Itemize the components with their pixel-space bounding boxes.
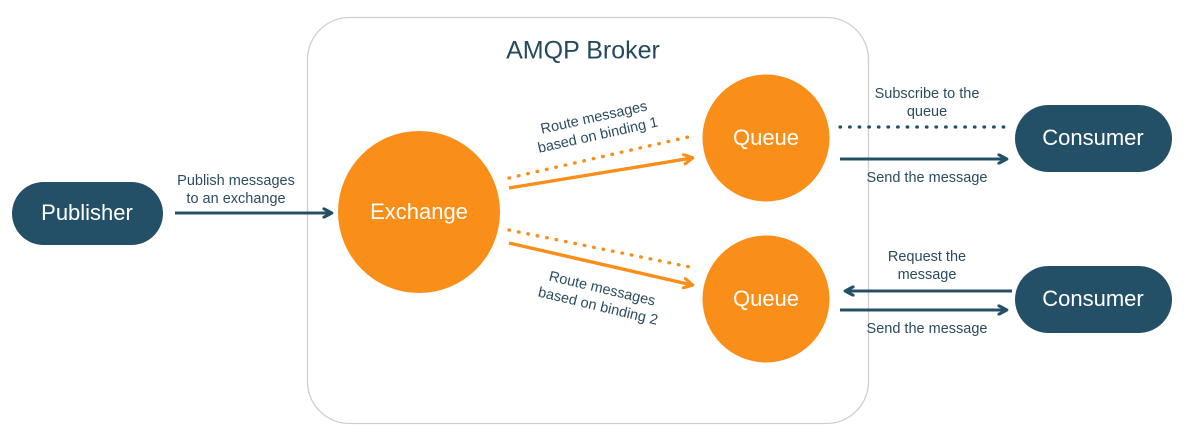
- broker-title: AMQP Broker: [506, 36, 660, 65]
- edge-label-send-top: Send the message: [866, 169, 988, 186]
- edge-label-request: Request the message: [887, 248, 967, 283]
- edge-label-publish: Publish messages to an exchange: [177, 172, 295, 207]
- exchange-node[interactable]: [338, 131, 500, 293]
- edge-binding-2-dotted: [507, 228, 692, 269]
- publisher-node[interactable]: [12, 182, 163, 245]
- edge-binding-1-dotted: [507, 135, 690, 180]
- edge-label-send-bottom: Send the message: [866, 320, 988, 337]
- edge-binding-1-line: [508, 158, 692, 190]
- consumer-bottom-node[interactable]: [1015, 266, 1172, 333]
- consumer-top-node[interactable]: [1015, 105, 1172, 172]
- edge-label-subscribe: Subscribe to the queue: [874, 85, 980, 120]
- queue-bottom-node[interactable]: [702, 235, 830, 363]
- queue-top-node[interactable]: [702, 74, 830, 202]
- edge-binding-2-line: [508, 241, 692, 285]
